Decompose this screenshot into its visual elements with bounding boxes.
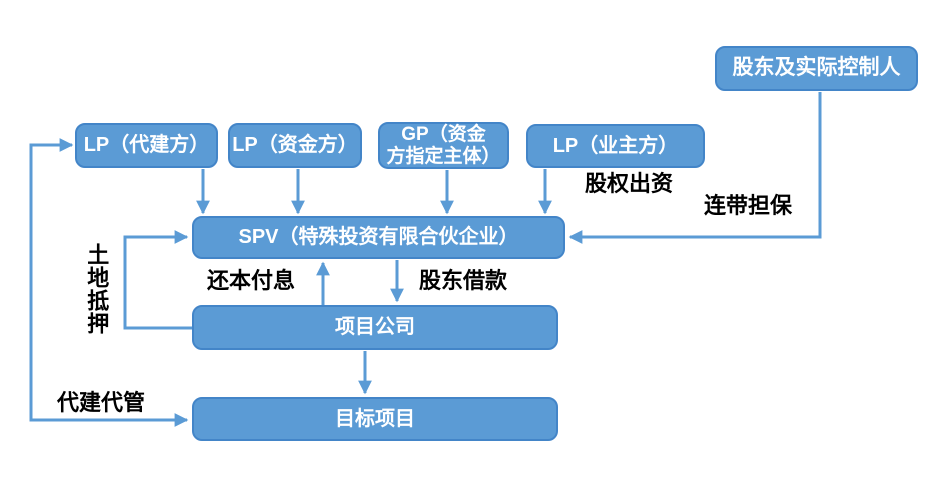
label-shareholder-loan: 股东借款 (419, 268, 508, 294)
box-lp-owner: LP（业主方） (526, 124, 705, 168)
box-lp-capital: LP（资金方） (228, 123, 362, 168)
connector-shareholders-to-spv (568, 92, 822, 244)
connector-project-company-to-spv-land-mortgage (123, 230, 192, 330)
box-shareholders-controller: 股东及实际控制人 (715, 46, 918, 91)
label-land-mortgage: 土地抵押 (83, 243, 110, 335)
box-lp-agent-builder: LP（代建方） (75, 123, 218, 168)
label-equity-contribution: 股权出资 (585, 171, 674, 197)
label-repay-principal-and-interest: 还本付息 (207, 268, 296, 294)
box-target-project: 目标项目 (192, 397, 558, 441)
label-agency-construction-management: 代建代管 (57, 390, 146, 416)
box-project-company: 项目公司 (192, 305, 558, 350)
connector-lp-agent-builder-target-project-agency (29, 138, 189, 427)
box-gp-capital-designee: GP（资金 方指定主体） (378, 122, 509, 169)
label-joint-guarantee: 连带担保 (704, 193, 793, 219)
box-spv: SPV（特殊投资有限合伙企业） (192, 216, 565, 259)
